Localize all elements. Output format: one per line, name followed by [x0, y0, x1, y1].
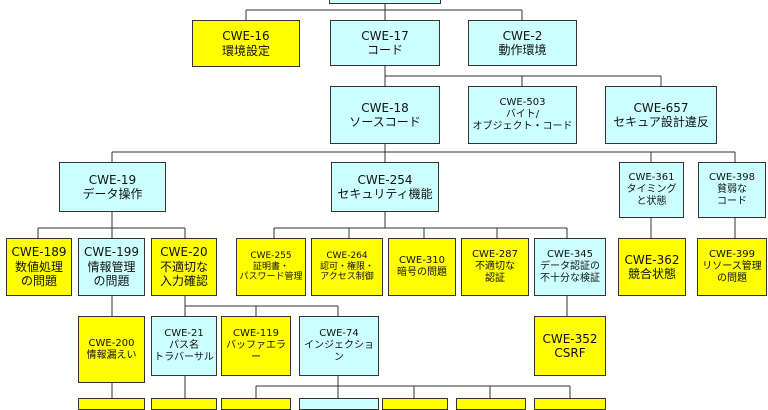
node-cwe-361: CWE-361 タイミング と状態 — [619, 162, 684, 218]
node-cwe-20: CWE-20 不適切な 入力確認 — [151, 238, 217, 296]
node-partial — [299, 398, 379, 410]
node-partial — [534, 398, 606, 410]
node-cwe-119: CWE-119 バッファエラー — [221, 316, 291, 376]
node-cwe-189: CWE-189 数値処理 の問題 — [6, 238, 72, 296]
node-cwe-21: CWE-21 パス名 トラバーサル — [151, 316, 217, 376]
node-cwe-19: CWE-19 データ操作 — [59, 162, 166, 212]
node-cwe-264: CWE-264 認可・権限・ アクセス制御 — [311, 238, 383, 296]
node-cwe-310: CWE-310 暗号の問題 — [388, 238, 456, 296]
node-cwe-399: CWE-399 リソース管理 の問題 — [697, 238, 767, 296]
node-cwe-17: CWE-17 コード — [330, 20, 440, 66]
node-cwe-255: CWE-255 証明書・ パスワード管理 — [236, 238, 306, 296]
node-cwe-18: CWE-18 ソースコード — [330, 86, 440, 144]
node-partial — [382, 398, 448, 410]
node-cwe-657: CWE-657 セキュア設計違反 — [605, 86, 717, 144]
node-cwe-345: CWE-345 データ認証の 不十分な検証 — [534, 238, 606, 296]
node-partial — [456, 398, 526, 410]
node-cwe-398: CWE-398 貧弱な コード — [698, 162, 766, 218]
node-cwe-2: CWE-2 動作環境 — [468, 20, 577, 66]
node-cwe-503: CWE-503 バイト/ オブジェクト・コード — [468, 86, 577, 144]
node-cwe-362: CWE-362 競合状態 — [618, 238, 686, 296]
root-node — [329, 0, 441, 4]
node-partial — [221, 398, 291, 410]
node-cwe-287: CWE-287 不適切な 認証 — [461, 238, 529, 296]
node-cwe-254: CWE-254 セキュリティ機能 — [331, 162, 439, 212]
node-cwe-74: CWE-74 インジェクション — [299, 316, 379, 376]
node-partial — [151, 398, 217, 410]
node-cwe-352: CWE-352 CSRF — [534, 316, 606, 376]
node-cwe-16: CWE-16 環境設定 — [192, 20, 300, 67]
node-partial — [78, 398, 145, 410]
node-cwe-200: CWE-200 情報漏えい — [78, 316, 145, 383]
node-cwe-199: CWE-199 情報管理 の問題 — [78, 238, 145, 296]
